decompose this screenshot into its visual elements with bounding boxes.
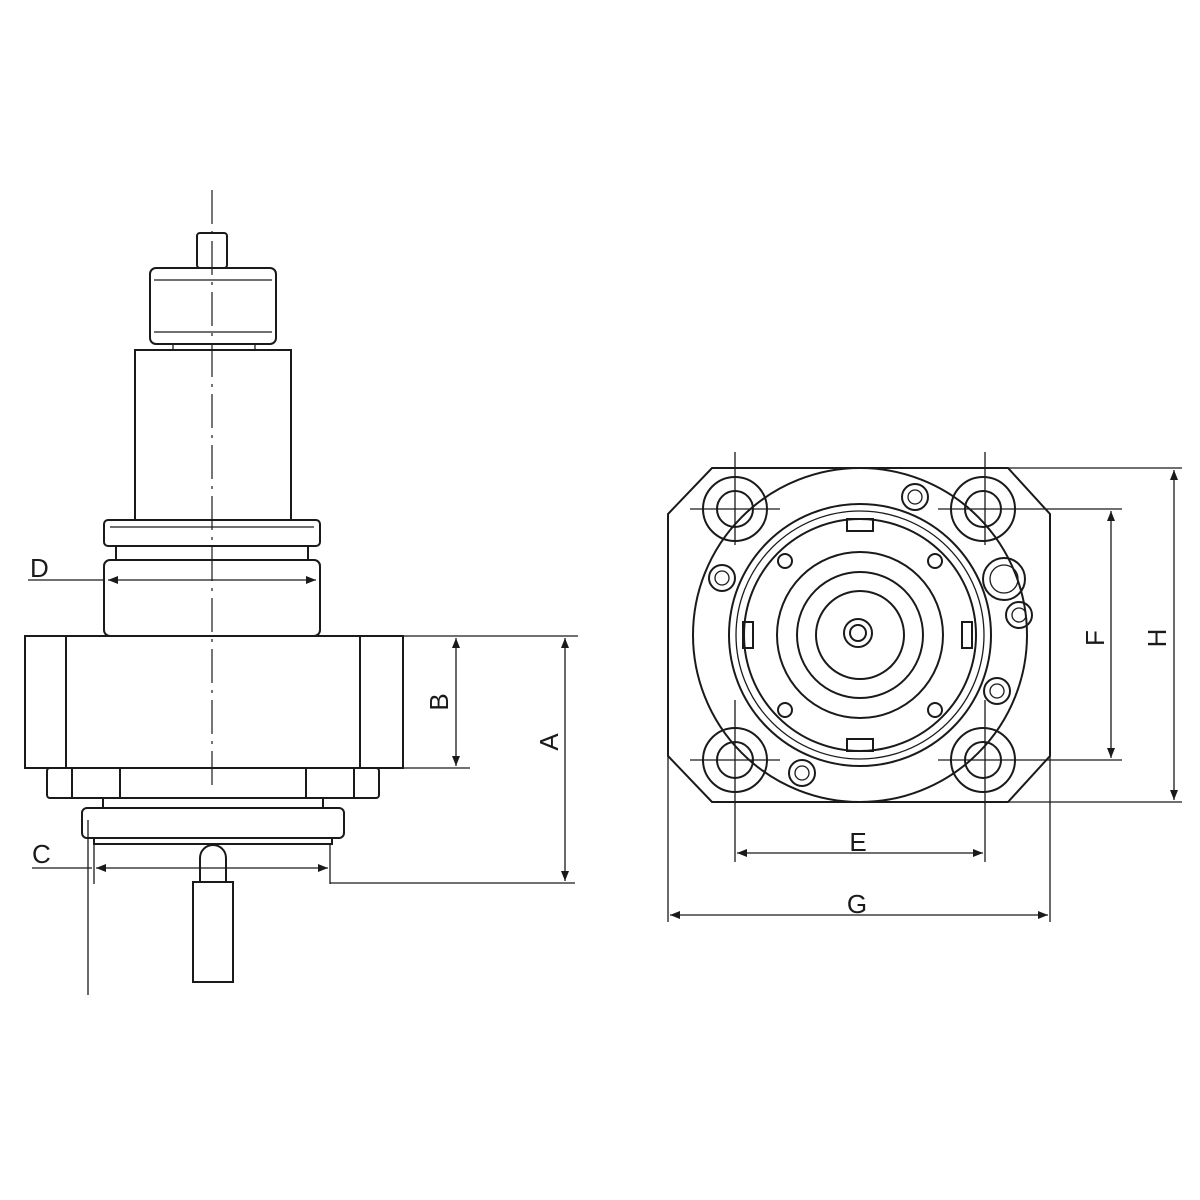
- dimension-a: A: [330, 635, 578, 884]
- front-view: E G F H: [667, 452, 1182, 922]
- dimension-d: D: [28, 553, 316, 584]
- flange-disk: [692, 467, 1028, 803]
- dimension-g: G: [667, 514, 1051, 922]
- key-slot-left: [742, 621, 754, 649]
- drive-key: [199, 844, 227, 882]
- label-f: F: [1080, 630, 1110, 646]
- dimension-b: B: [403, 635, 470, 769]
- dimension-f: F: [1010, 508, 1122, 761]
- key-slot-right: [961, 621, 973, 649]
- label-d: D: [30, 553, 49, 583]
- dimension-e: E: [734, 700, 986, 862]
- key-slot-bottom: [846, 738, 874, 752]
- label-b: B: [424, 693, 454, 710]
- output-shaft: [192, 881, 234, 983]
- bottom-disk: [81, 807, 345, 839]
- dimension-h: H: [1008, 467, 1182, 803]
- spindle-face: [743, 518, 977, 752]
- dimension-c: C: [32, 820, 331, 995]
- label-h: H: [1142, 629, 1172, 648]
- coolant-port: [982, 557, 1026, 601]
- spindle-body: [134, 349, 292, 521]
- label-e: E: [849, 827, 866, 857]
- main-housing: [24, 635, 404, 769]
- center-bore: [843, 618, 873, 648]
- label-c: C: [32, 839, 51, 869]
- label-a: A: [534, 733, 564, 751]
- side-view: D C B A: [24, 190, 578, 995]
- label-g: G: [847, 889, 867, 919]
- lower-flange: [46, 767, 380, 799]
- key-slot-top: [846, 518, 874, 532]
